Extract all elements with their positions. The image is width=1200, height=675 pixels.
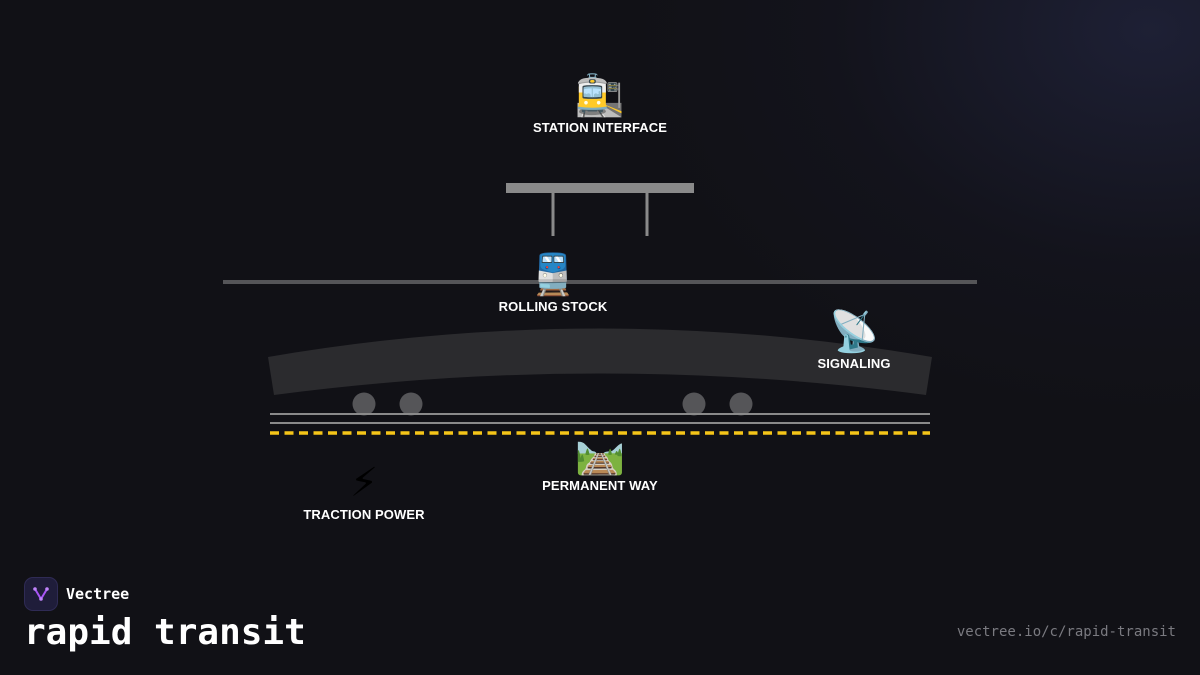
wheel (682, 392, 706, 416)
node-label: STATION INTERFACE (532, 120, 668, 135)
brand-name: Vectree (66, 585, 130, 603)
lightning-bolt-icon: ⚡ (349, 460, 379, 506)
node-rolling-stock: 🚆 ROLLING STOCK (443, 252, 663, 314)
brand: Vectree (24, 577, 129, 611)
station-canopy (506, 183, 694, 193)
station-icon: 🚉 (575, 73, 625, 119)
railway-track-icon: 🛤️ (575, 431, 625, 477)
page-title: rapid transit (24, 612, 306, 653)
satellite-antenna-icon: 📡 (829, 309, 879, 355)
node-label: SIGNALING (817, 356, 891, 371)
node-signaling: 📡 SIGNALING (744, 309, 964, 371)
node-station-interface: 🚉 STATION INTERFACE (490, 73, 710, 135)
node-permanent-way: 🛤️ PERMANENT WAY (490, 431, 710, 493)
wheel (399, 392, 423, 416)
node-label: PERMANENT WAY (542, 478, 658, 493)
train-icon: 🚆 (528, 252, 578, 298)
node-traction-power: ⚡ TRACTION POWER (254, 460, 474, 522)
node-label: TRACTION POWER (303, 507, 425, 522)
wheel (729, 392, 753, 416)
node-label: ROLLING STOCK (498, 299, 608, 314)
wheel (352, 392, 376, 416)
car-body (268, 328, 932, 395)
vectree-logo-icon (24, 577, 58, 611)
page-url: vectree.io/c/rapid-transit (956, 624, 1176, 640)
